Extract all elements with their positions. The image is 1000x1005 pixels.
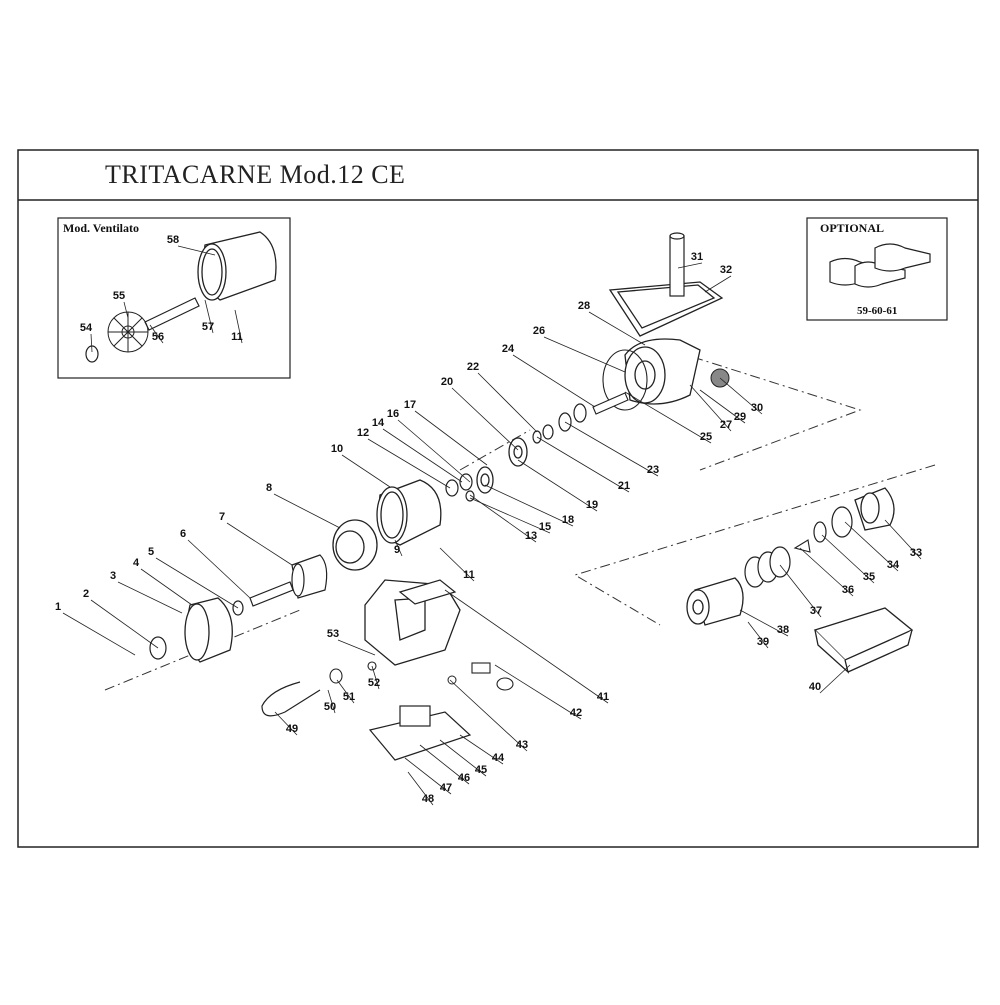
fan-housing-58 xyxy=(197,231,277,301)
outer-frame xyxy=(17,149,979,848)
bearings-22-23 xyxy=(532,403,587,444)
base-53 xyxy=(364,579,461,666)
motor-cover-3 xyxy=(184,597,233,663)
inset-ventilato-label: Mod. Ventilato xyxy=(63,221,140,235)
feed-pusher-31 xyxy=(669,232,685,297)
inset-optional-parts: 59-60-61 xyxy=(857,305,898,317)
gear-19 xyxy=(508,437,528,467)
worm-shaft-24 xyxy=(592,392,629,415)
power-cable-49 xyxy=(261,681,321,717)
inset-ventilato-box xyxy=(57,217,291,379)
hopper-tray-32 xyxy=(608,281,724,337)
assembly-line-head xyxy=(573,464,936,626)
bearings-12-16 xyxy=(445,473,475,502)
screw-43 xyxy=(447,675,457,685)
motor-end-7 xyxy=(291,554,328,599)
knob-30 xyxy=(710,368,730,388)
ring-nut-33 xyxy=(854,487,895,531)
stator-8 xyxy=(332,519,378,571)
inset-optional-box xyxy=(806,217,948,321)
optional-funnels-59-60-61 xyxy=(829,243,931,288)
bearing-5 xyxy=(232,600,244,616)
plate-2 xyxy=(149,636,167,660)
head-assembly-38 xyxy=(686,577,744,626)
rotor-shaft-6 xyxy=(249,581,294,607)
fan-nut-54 xyxy=(85,345,99,363)
inset-optional-label: OPTIONAL xyxy=(820,221,885,235)
board-44-48 xyxy=(368,705,472,761)
assembly-line-grinder xyxy=(654,344,862,471)
gear-18 xyxy=(476,466,494,494)
grinder-head-25 xyxy=(624,338,701,405)
fan-shaft-56 xyxy=(144,297,200,331)
page-title: TRITACARNE Mod.12 CE xyxy=(105,160,406,189)
feet-50-51-52 xyxy=(329,661,377,684)
switch-42 xyxy=(471,662,514,691)
fan-impeller-55 xyxy=(107,311,149,353)
gear-housing-10 xyxy=(376,479,442,546)
knife-36 xyxy=(793,539,811,553)
tray-40 xyxy=(813,607,914,674)
plate-34-35 xyxy=(813,506,853,543)
auger-37 xyxy=(744,546,791,588)
